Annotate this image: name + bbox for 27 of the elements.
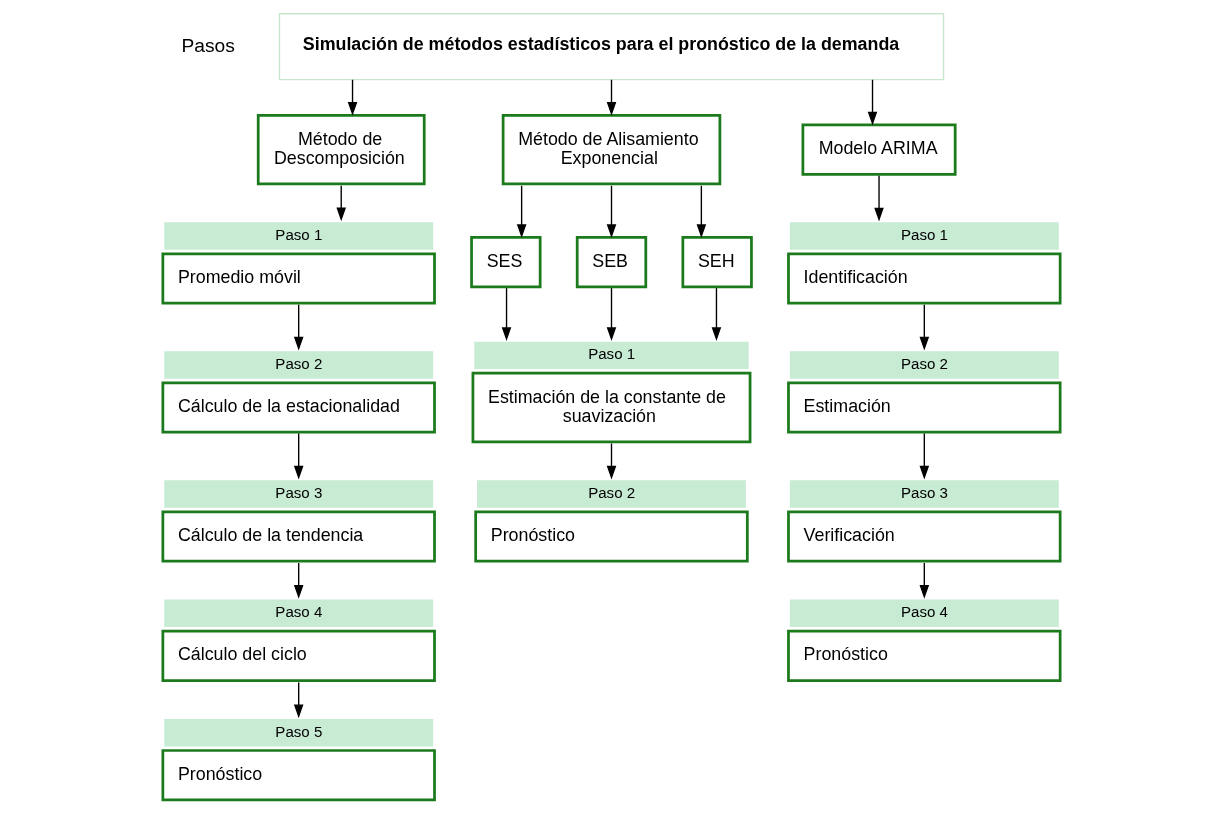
arrow	[606, 185, 616, 238]
arrow	[606, 287, 616, 341]
arrow	[335, 185, 346, 222]
arrow	[347, 79, 357, 116]
arrow	[293, 562, 303, 599]
arrow	[873, 174, 884, 222]
node-box: SEH	[680, 236, 753, 289]
node-box: Método de Descomposición	[256, 113, 426, 186]
arrow	[919, 562, 929, 599]
node-box: Simulación de métodos estadísticos para el pronóstico de la demanda	[278, 13, 944, 81]
node-box: SEB	[575, 236, 647, 289]
node-box: Método de Alisamiento Exponencial	[501, 113, 721, 186]
arrow	[696, 185, 706, 238]
arrow	[516, 185, 526, 238]
arrow	[293, 681, 303, 719]
node-box: Modelo ARIMA	[801, 123, 957, 176]
arrow	[606, 79, 616, 116]
arrow	[867, 79, 877, 126]
arrow	[501, 287, 511, 341]
node-box: SES	[469, 236, 542, 289]
arrow	[711, 287, 721, 341]
arrow	[606, 442, 616, 480]
label: Pasos	[180, 34, 235, 56]
arrow	[293, 303, 303, 351]
arrow	[919, 432, 929, 480]
arrow	[293, 432, 303, 480]
arrow	[919, 303, 929, 351]
